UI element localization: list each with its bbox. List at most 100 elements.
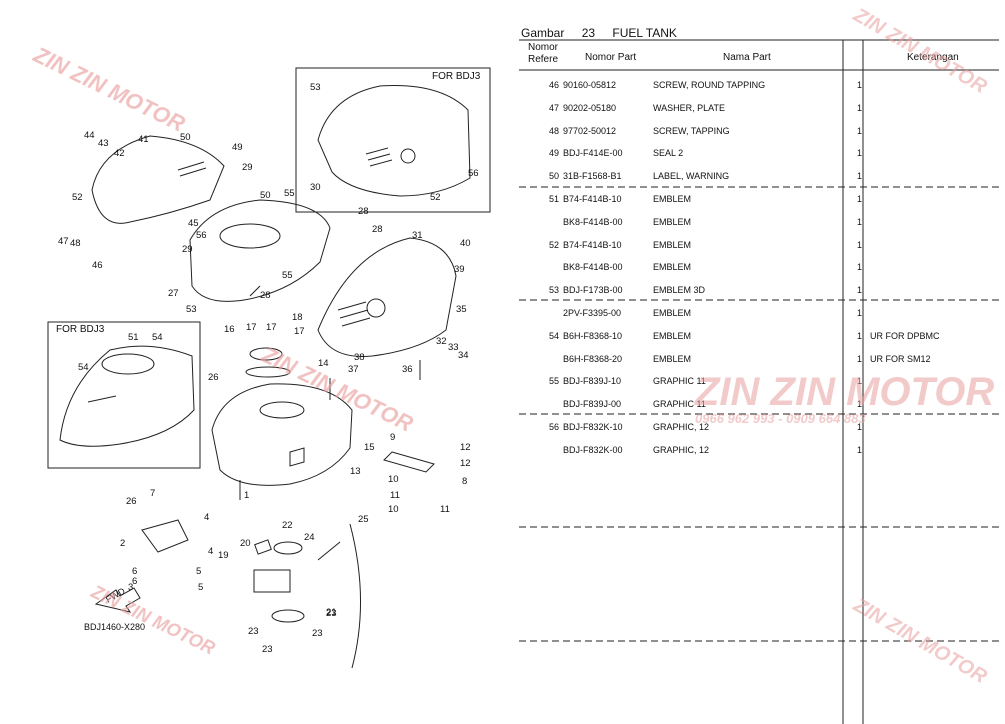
inset-left-label: FOR BDJ3 <box>56 324 105 335</box>
part-number: B74-F414B-10 <box>563 239 622 250</box>
ref-number: 55 <box>548 376 559 387</box>
quantity: 1 <box>856 353 862 364</box>
callout-number: 56 <box>468 168 479 179</box>
header-note: Keterangan <box>907 52 959 63</box>
callout-number: 36 <box>402 364 413 375</box>
callout-number: 28 <box>372 224 383 235</box>
quantity: 1 <box>856 422 862 432</box>
callout-number: 17 <box>266 322 277 333</box>
part-name: GRAPHIC 11 <box>653 399 706 410</box>
ref-number: 47 <box>548 102 559 113</box>
callout-number: 49 <box>232 142 243 153</box>
callout-number: 54 <box>78 362 89 373</box>
ref-number: 51 <box>548 194 559 204</box>
part-name: WASHER, PLATE <box>653 102 726 113</box>
note: UR FOR SM12 <box>870 353 931 364</box>
table-lines <box>519 39 999 724</box>
header-part-name: Nama Part <box>723 52 771 63</box>
callout-number: 34 <box>458 350 469 361</box>
part-number: 2PV-F3395-00 <box>563 308 622 318</box>
parts-list: Gambar 23 FUEL TANK Nomor Refere Nomor P… <box>515 0 1005 724</box>
callout-number: 23 <box>326 608 337 619</box>
part-name: EMBLEM 3D <box>653 285 706 296</box>
callout-number: 30 <box>310 182 321 193</box>
callout-number: 51 <box>128 332 139 343</box>
callout-number: 12 <box>460 442 471 453</box>
inset-top-label: FOR BDJ3 <box>432 71 481 82</box>
callout-number: 52 <box>72 192 83 203</box>
part-number: BK8-F414B-00 <box>563 216 623 227</box>
header-part-number: Nomor Part <box>585 52 637 63</box>
quantity: 1 <box>856 102 862 113</box>
gambar-number: 23 <box>581 26 596 40</box>
quantity: 1 <box>856 444 862 455</box>
ref-number: 50 <box>548 171 559 182</box>
callout-number: 5 <box>196 566 201 577</box>
callout-number: 38 <box>354 352 365 363</box>
callout-number: 33 <box>448 342 459 353</box>
note: UR FOR DPBMC <box>870 330 940 341</box>
callout-number: 55 <box>284 188 295 199</box>
quantity: 1 <box>856 171 862 182</box>
part-name: EMBLEM <box>653 239 692 250</box>
diagram-reference-code: BDJ1460-X280 <box>84 622 145 632</box>
svg-text:ZIN ZIN MOTOR: ZIN ZIN MOTOR <box>29 42 189 137</box>
quantity: 1 <box>856 194 862 204</box>
callout-number: 5 <box>198 582 203 593</box>
table-heading: Gambar 23 FUEL TANK <box>521 26 691 40</box>
table-row: 47 90202-05180 WASHER, PLATE 1 <box>515 101 1005 119</box>
callout-number: 53 <box>186 304 197 315</box>
header-ref: Nomor Refere <box>527 42 558 65</box>
part-number: B6H-F8368-10 <box>563 330 623 341</box>
callout-number: 9 <box>390 432 395 443</box>
callout-number: 25 <box>358 514 369 525</box>
part-number: BK8-F414B-00 <box>563 262 623 273</box>
callout-number: 17 <box>294 326 305 337</box>
inset-tank-pad <box>59 345 195 447</box>
callout-number: 12 <box>460 458 471 469</box>
callout-number: 13 <box>350 466 361 477</box>
fuel-cap <box>249 347 283 361</box>
callout-number: 19 <box>218 550 229 561</box>
quantity: 1 <box>856 148 862 159</box>
rear-bracket <box>383 451 435 473</box>
callout-number: 50 <box>260 190 271 201</box>
inset-box-left <box>47 321 201 469</box>
callout-number: 50 <box>180 132 191 143</box>
quantity: 1 <box>856 376 862 387</box>
ref-number: 46 <box>548 80 559 90</box>
part-name: GRAPHIC 11 <box>653 376 706 387</box>
quantity: 1 <box>856 285 862 296</box>
part-number: BDJ-F414E-00 <box>563 148 623 159</box>
callout-number: 20 <box>240 538 251 549</box>
side-cover <box>317 237 457 357</box>
svg-text:ZIN ZIN MOTOR: ZIN ZIN MOTOR <box>257 342 417 437</box>
callout-number: 35 <box>456 304 467 315</box>
quantity: 1 <box>856 216 862 227</box>
watermark-center: ZIN ZIN MOTOR 0966 962 993 - 0909 664 88… <box>695 370 995 426</box>
callout-number: 37 <box>348 364 359 375</box>
part-number: BDJ-F839J-00 <box>563 399 622 410</box>
callout-number: 21 <box>326 607 337 618</box>
callout-number: 48 <box>70 238 81 249</box>
callout-number: 47 <box>58 236 69 247</box>
ref-number: 49 <box>548 148 559 159</box>
callout-number: 10 <box>388 474 399 485</box>
callout-number: 11 <box>440 504 450 515</box>
callout-number: 39 <box>454 264 465 275</box>
inset-box-top <box>295 67 491 213</box>
callout-number: 29 <box>242 162 253 173</box>
part-name: SCREW, ROUND TAPPING <box>653 80 766 90</box>
callout-number: 23 <box>262 644 273 655</box>
part-name: EMBLEM <box>653 308 692 318</box>
callout-number: 26 <box>208 372 219 383</box>
part-number: 90202-05180 <box>563 102 617 113</box>
